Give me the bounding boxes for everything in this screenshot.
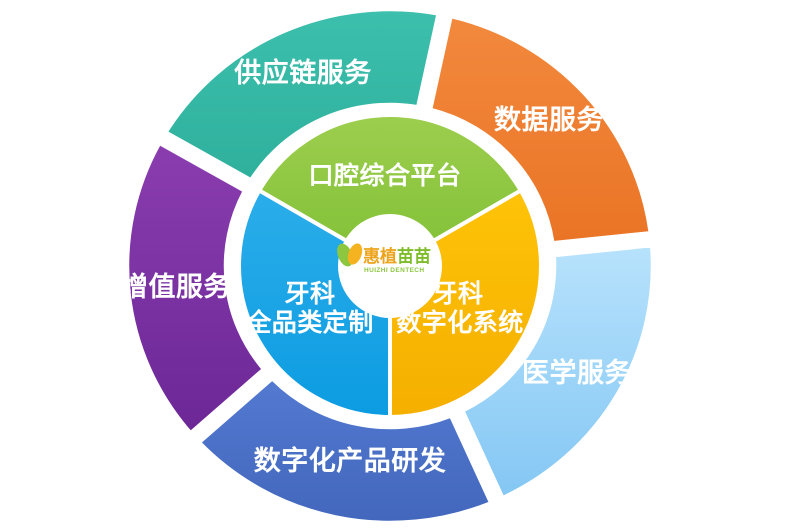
center-circle	[338, 214, 442, 318]
brand-logo: 惠植苗苗 HUIZHI DENTECH	[337, 243, 431, 274]
inner-label-dental-custom-line1: 牙科	[284, 280, 335, 308]
outer-segment-medical-service	[462, 244, 654, 499]
inner-label-oral-platform: 口腔综合平台	[308, 161, 461, 190]
inner-label-dental-digital-line2: 数字化系统	[396, 308, 524, 337]
outer-label-digital-rd: 数字化产品研发	[254, 445, 447, 476]
outer-label-data-service: 数据服务	[494, 105, 604, 135]
outer-ring	[126, 8, 654, 524]
inner-label-dental-custom-line2: 全品类定制	[245, 308, 374, 337]
sprout-leaves-icon	[337, 243, 363, 267]
brand-name-en: HUIZHI DENTECH	[364, 267, 425, 274]
brand-name-cn-right: 苗苗	[397, 246, 431, 266]
segment-labels: 数据服务 供应链服务 增值服务 数字化产品研发 医学服务 口腔综合平台 牙科 全…	[121, 57, 632, 476]
outer-label-value-added: 增值服务	[121, 271, 231, 302]
outer-segment-supply-chain	[165, 8, 439, 181]
brand-name-cn: 惠植苗苗	[363, 246, 431, 266]
outer-segment-value-added	[126, 142, 265, 434]
inner-segment-oral-platform	[257, 113, 523, 268]
leaf-right-shape	[347, 243, 363, 265]
outer-label-medical-service: 医学服务	[522, 357, 632, 388]
outer-segment-data-service	[429, 15, 651, 244]
outer-segment-digital-rd	[198, 378, 492, 524]
brand-name-cn-left: 惠植	[363, 246, 397, 266]
inner-label-dental-digital-line1: 牙科	[432, 280, 483, 308]
outer-label-supply-chain: 供应链服务	[233, 57, 372, 88]
